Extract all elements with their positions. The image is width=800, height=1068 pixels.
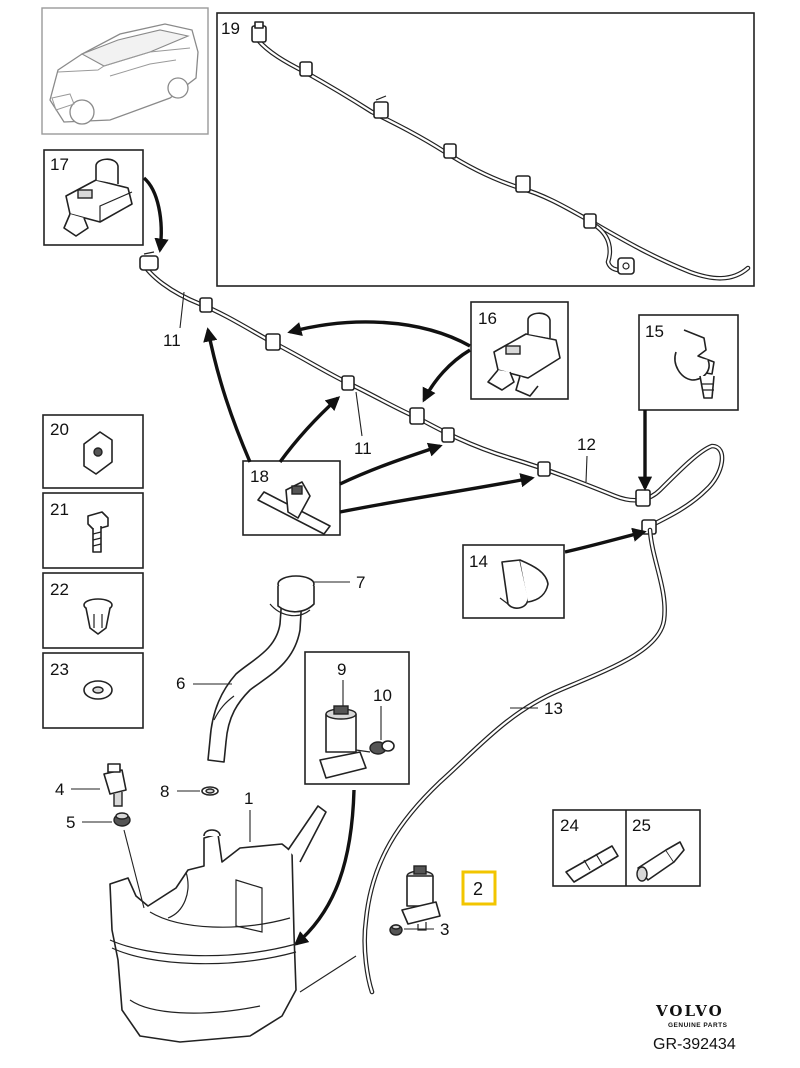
part-box-9-10: 9 10 — [304, 651, 410, 785]
callout-9: 9 — [337, 660, 346, 679]
check-valve-icon — [63, 158, 133, 237]
o-ring-icon — [201, 786, 219, 796]
connector-clip — [251, 21, 267, 43]
connector-clip — [443, 143, 457, 159]
brand-tagline: GENUINE PARTS — [668, 1022, 728, 1029]
washer-reservoir: 1 — [109, 789, 357, 1043]
callout-6: 6 — [176, 674, 185, 693]
connector-clip — [537, 461, 551, 477]
brand-name: VOLVO — [655, 1002, 724, 1020]
filler-neck-assembly: 7 6 8 — [160, 573, 365, 801]
connector-clip — [635, 489, 651, 507]
part-box-24-25: 24 25 — [552, 809, 701, 887]
connector-clip — [139, 251, 159, 271]
callout-13: 13 — [544, 699, 563, 718]
part-box-23: 23 — [42, 652, 144, 729]
grommet-icon — [113, 812, 131, 827]
connector-clip — [199, 297, 213, 313]
callout-19: 19 — [221, 19, 240, 38]
callout-5: 5 — [66, 813, 75, 832]
callout-3: 3 — [440, 920, 449, 939]
part-box-20: 20 — [42, 414, 144, 489]
level-sensor-icon — [103, 763, 127, 807]
callout-18: 18 — [250, 467, 269, 486]
callout-10: 10 — [373, 686, 392, 705]
part-box-14: 14 — [462, 544, 565, 619]
callout-24: 24 — [560, 816, 579, 835]
part-box-17: 17 — [43, 149, 144, 246]
connector-clip — [409, 407, 425, 425]
connector-clip — [341, 375, 355, 391]
diagram-reference: GR-392434 — [653, 1036, 736, 1053]
callout-4: 4 — [55, 780, 64, 799]
grommet-icon — [369, 740, 395, 755]
callout-25: 25 — [632, 816, 651, 835]
callout-1: 1 — [244, 789, 253, 808]
washer-icon — [83, 680, 113, 700]
assembly-arrows — [142, 176, 653, 946]
callout-20: 20 — [50, 420, 69, 439]
hose-clip-icon — [674, 329, 715, 399]
screw-icon — [87, 511, 109, 553]
part-box-21: 21 — [42, 492, 144, 569]
connector-clip — [583, 213, 597, 229]
callout-2: 2 — [473, 879, 483, 899]
washer-pump-icon — [319, 705, 371, 779]
callout-12: 12 — [577, 435, 596, 454]
part-box-15: 15 — [638, 314, 739, 411]
callout-11: 11 — [354, 439, 372, 458]
callout-11: 11 — [163, 331, 181, 350]
hose-retainer-icon — [499, 559, 549, 609]
cable-tie-icon — [257, 481, 331, 535]
part-box-22: 22 — [42, 572, 144, 649]
hose-connector-icon — [636, 841, 685, 882]
hose-connector-icon — [565, 845, 619, 883]
connector-clip — [299, 61, 313, 77]
volvo-logo: VOLVO GENUINE PARTS — [655, 1002, 728, 1029]
connector-clip — [515, 175, 531, 193]
washer-hose-11-12 — [139, 251, 725, 535]
clip-nut-icon — [83, 431, 113, 475]
callout-15: 15 — [645, 322, 664, 341]
callout-16: 16 — [478, 309, 497, 328]
vehicle-thumbnail — [41, 7, 209, 135]
callout-22: 22 — [50, 580, 69, 599]
connector-clip — [265, 333, 281, 351]
callout-8: 8 — [160, 782, 169, 801]
push-rivet-icon — [83, 598, 113, 635]
check-valve-icon — [487, 312, 561, 397]
part-box-18: 18 — [242, 460, 341, 536]
washer-pump-icon — [401, 865, 441, 931]
callout-14: 14 — [469, 552, 488, 571]
highlight-box: 2 — [461, 870, 497, 906]
callout-23: 23 — [50, 660, 69, 679]
part-box-19: 19 — [216, 12, 755, 287]
washer-hose-13 — [362, 527, 667, 995]
grommet-icon — [389, 924, 403, 936]
callout-17: 17 — [50, 155, 69, 174]
callout-21: 21 — [50, 500, 69, 519]
callout-7: 7 — [356, 573, 365, 592]
connector-clip — [373, 95, 389, 119]
connector-clip — [617, 257, 635, 275]
connector-clip — [441, 427, 455, 443]
part-box-16: 16 — [470, 301, 569, 400]
